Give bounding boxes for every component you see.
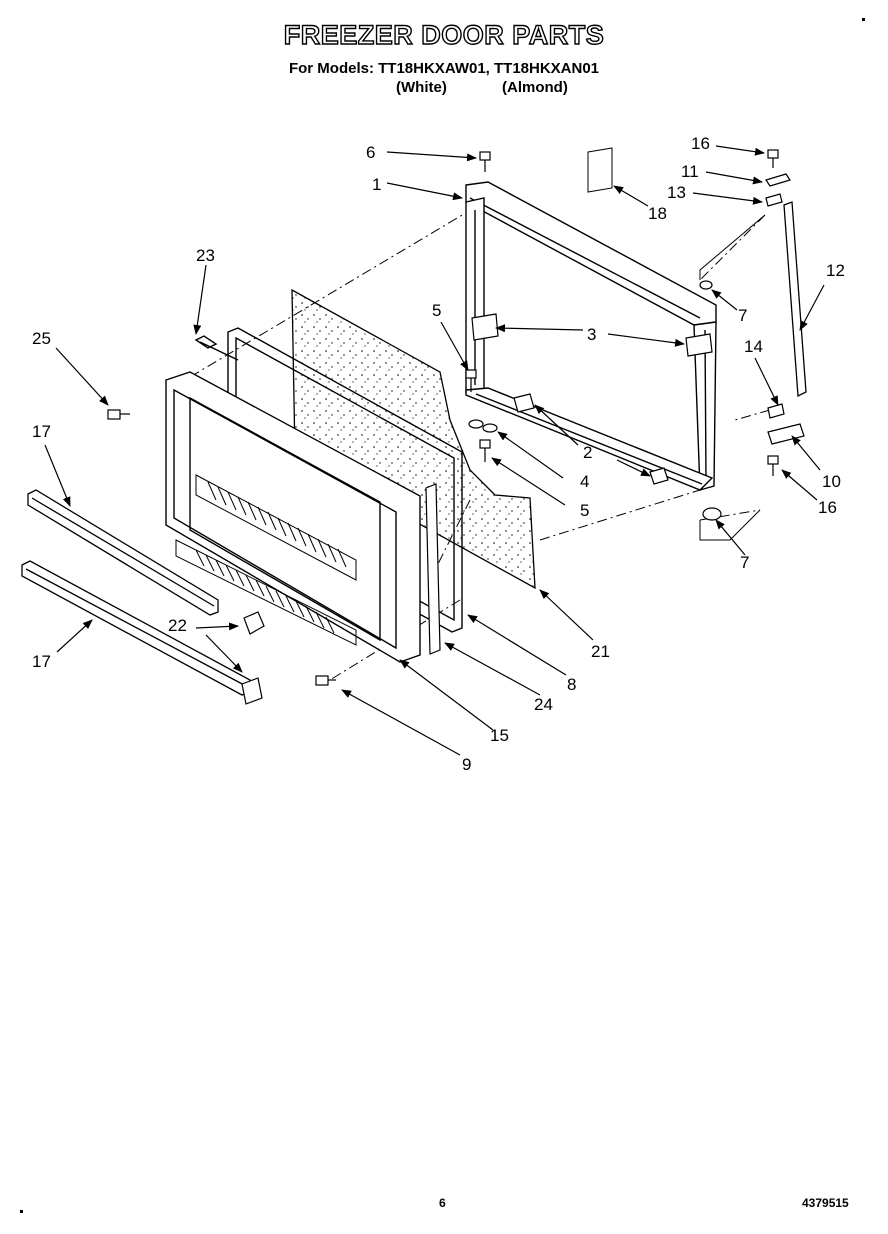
- callout-labels: 1 2 3 4 5 5 6 7 7 8 9 10 11 12 13 14 15 …: [32, 134, 845, 774]
- callout-16-bottom: 16: [818, 498, 837, 517]
- variant-almond: (Almond): [502, 79, 568, 96]
- page-number: 6: [439, 1196, 446, 1210]
- door-liner: [165, 371, 421, 663]
- callout-11: 11: [681, 162, 699, 181]
- bracket-lines: [699, 214, 766, 280]
- callout-25: 25: [32, 329, 51, 348]
- callout-24: 24: [534, 695, 553, 714]
- door-frame: [465, 181, 717, 491]
- callout-16-top: 16: [691, 134, 710, 153]
- leader-arrows: [44, 145, 825, 756]
- callout-22: 22: [168, 616, 187, 635]
- callout-14: 14: [744, 337, 763, 356]
- callout-23: 23: [196, 246, 215, 265]
- variant-white: (White): [396, 79, 447, 96]
- liner-shelves: [175, 474, 357, 646]
- door-strip: [425, 483, 441, 655]
- callout-18: 18: [648, 204, 667, 223]
- callout-4: 4: [580, 472, 589, 491]
- callout-1: 1: [372, 175, 381, 194]
- door-handle: [783, 201, 807, 398]
- models-line: For Models: TT18HKXAW01, TT18HKXAN01: [288, 60, 600, 77]
- callout-6: 6: [366, 143, 375, 162]
- callout-17-top: 17: [32, 422, 51, 441]
- callout-10: 10: [822, 472, 841, 491]
- callout-5-bottom: 5: [580, 501, 589, 520]
- door-trims: [21, 489, 251, 696]
- page-title: FREEZER DOOR PARTS: [283, 19, 605, 50]
- corner-mark: [20, 1210, 23, 1213]
- callout-8: 8: [567, 675, 576, 694]
- trim-end-caps: [241, 611, 265, 705]
- callout-5-top: 5: [432, 301, 441, 320]
- callout-21: 21: [591, 642, 610, 661]
- callout-15: 15: [490, 726, 509, 745]
- callout-2: 2: [583, 443, 592, 462]
- callout-13: 13: [667, 183, 686, 202]
- label-sheet: [587, 147, 613, 193]
- hardware: [107, 149, 805, 686]
- document-number: 4379515: [802, 1196, 849, 1210]
- callout-7-bottom: 7: [740, 553, 749, 572]
- callout-3: 3: [587, 325, 596, 344]
- corner-mark: [862, 18, 865, 21]
- callout-9: 9: [462, 755, 471, 774]
- callout-12: 12: [826, 261, 845, 280]
- callout-17-bottom: 17: [32, 652, 51, 671]
- callout-7-top: 7: [738, 306, 747, 325]
